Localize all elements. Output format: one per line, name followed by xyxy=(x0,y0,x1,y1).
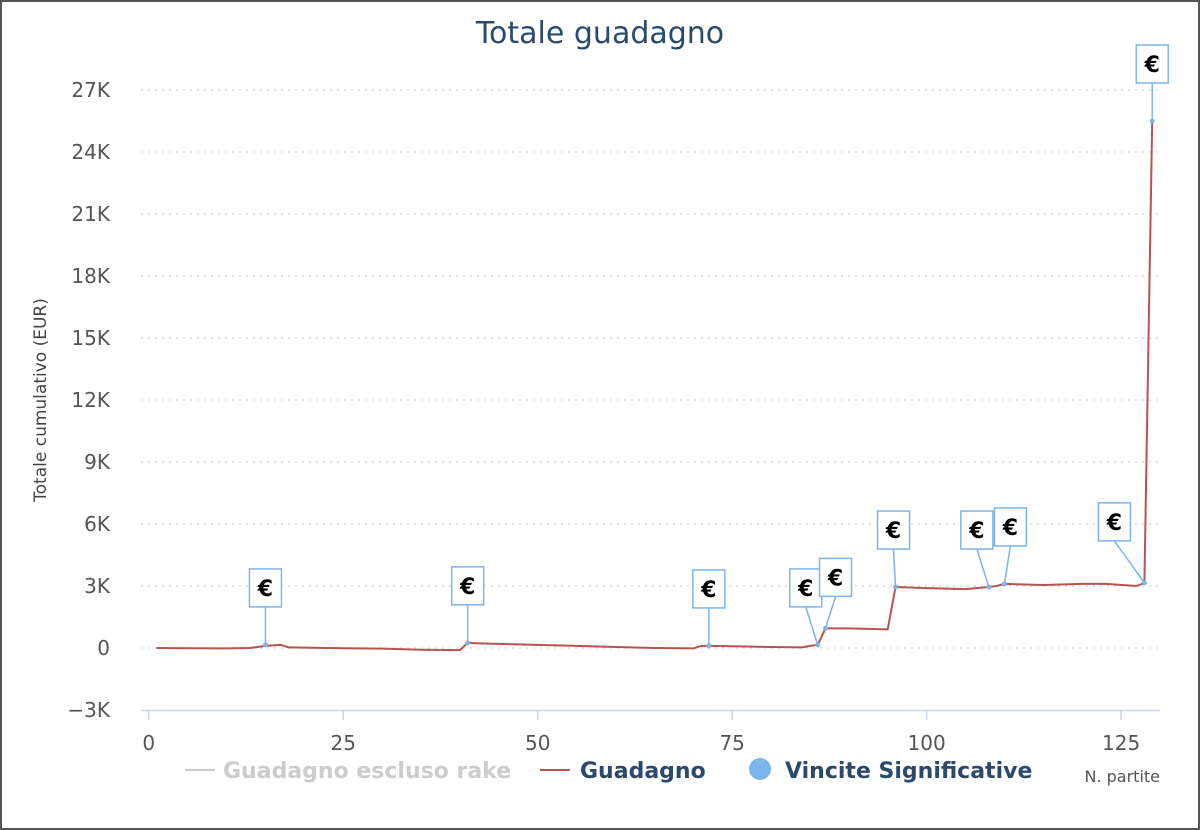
flag-significant-win[interactable]: € xyxy=(248,568,283,648)
flag-label: € xyxy=(700,578,716,603)
y-tick-label: 9K xyxy=(84,450,111,474)
y-axis-label: Totale cumulativo (EUR) xyxy=(31,298,51,503)
flag-label: € xyxy=(257,577,273,602)
flag-significant-win[interactable]: € xyxy=(450,566,485,646)
y-tick-label: 6K xyxy=(84,512,111,536)
flag-connector xyxy=(1113,540,1146,584)
flag-connector xyxy=(1003,545,1012,585)
flag-significant-win[interactable]: € xyxy=(818,557,853,631)
legend-item-vincite[interactable]: Vincite Significative xyxy=(749,758,1032,784)
x-tick-label: 100 xyxy=(908,731,946,755)
x-axis: 0 25 50 75 100 125 xyxy=(141,709,1160,755)
series-line-guadagno xyxy=(156,120,1154,652)
flag-box xyxy=(692,569,726,609)
flag-point xyxy=(1001,581,1007,587)
legend-label-guadagno: Guadagno xyxy=(580,759,706,784)
flag-connector xyxy=(824,596,837,629)
flag-box xyxy=(960,510,994,550)
flag-point xyxy=(1141,580,1147,586)
flag-significant-win[interactable]: € xyxy=(692,569,726,649)
flag-point xyxy=(815,642,821,648)
flag-box xyxy=(993,507,1028,547)
flag-box xyxy=(1135,44,1169,84)
flag-label: € xyxy=(885,519,901,544)
flag-box xyxy=(248,568,283,608)
flag-significant-win[interactable]: € xyxy=(788,568,823,648)
y-axis-ticks: −3K 0 3K 6K 9K 12K 15K 18K 21K 24K 27K xyxy=(67,78,110,722)
flag-label: € xyxy=(968,519,984,544)
y-tick-label: −3K xyxy=(67,698,110,722)
flag-label: € xyxy=(797,577,813,602)
flag-significant-win[interactable]: € xyxy=(1135,44,1169,124)
legend-item-guadagno[interactable]: Guadagno xyxy=(540,759,706,784)
flag-label: € xyxy=(827,566,843,591)
flag-label: € xyxy=(1144,53,1160,78)
flag-label: € xyxy=(1106,511,1122,536)
legend-label-escluso-rake: Guadagno escluso rake xyxy=(223,759,511,784)
legend-label-vincite: Vincite Significative xyxy=(785,759,1032,784)
y-tick-label: 24K xyxy=(71,140,110,164)
flag-significant-win[interactable]: € xyxy=(960,510,994,590)
flag-label: € xyxy=(1002,516,1018,541)
flag-box xyxy=(818,557,853,598)
chart-title: Totale guadagno xyxy=(475,16,724,51)
y-tick-label: 3K xyxy=(84,574,111,598)
flag-box xyxy=(876,510,911,550)
flag-point xyxy=(262,642,268,648)
y-tick-label: 27K xyxy=(71,78,110,102)
flag-box xyxy=(450,566,485,606)
plot-area xyxy=(156,120,1154,652)
flag-significant-win[interactable]: € xyxy=(993,507,1028,587)
flag-point xyxy=(893,584,899,590)
y-tick-label: 18K xyxy=(71,264,110,288)
x-tick-label: 125 xyxy=(1102,731,1140,755)
x-tick-label: 0 xyxy=(142,731,155,755)
x-tick-label: 50 xyxy=(525,731,550,755)
significant-wins-flags: € € € € € € € € € € xyxy=(248,44,1169,649)
x-tick-label: 25 xyxy=(331,731,356,755)
y-tick-label: 0 xyxy=(97,636,110,660)
flag-point xyxy=(465,640,471,646)
legend: Guadagno escluso rake Guadagno Vincite S… xyxy=(185,758,1032,784)
y-tick-label: 12K xyxy=(71,388,110,412)
y-tick-label: 15K xyxy=(71,326,110,350)
flag-significant-win[interactable]: € xyxy=(876,510,911,590)
x-axis-label: N. partite xyxy=(1084,767,1160,786)
flag-connector xyxy=(892,548,897,588)
flag-point xyxy=(706,643,712,649)
flag-label: € xyxy=(459,575,475,600)
flag-point xyxy=(823,625,829,631)
legend-symbol-vincite xyxy=(749,758,771,780)
flag-box xyxy=(1097,502,1132,542)
flag-connector xyxy=(805,606,819,646)
x-tick-label: 75 xyxy=(719,731,744,755)
flag-box xyxy=(788,568,823,608)
y-tick-label: 21K xyxy=(71,202,110,226)
flag-significant-win[interactable]: € xyxy=(1097,502,1147,586)
legend-item-escluso-rake[interactable]: Guadagno escluso rake xyxy=(185,759,511,784)
flag-point xyxy=(1149,118,1155,124)
flag-point xyxy=(986,584,992,590)
flag-connector xyxy=(976,548,990,588)
